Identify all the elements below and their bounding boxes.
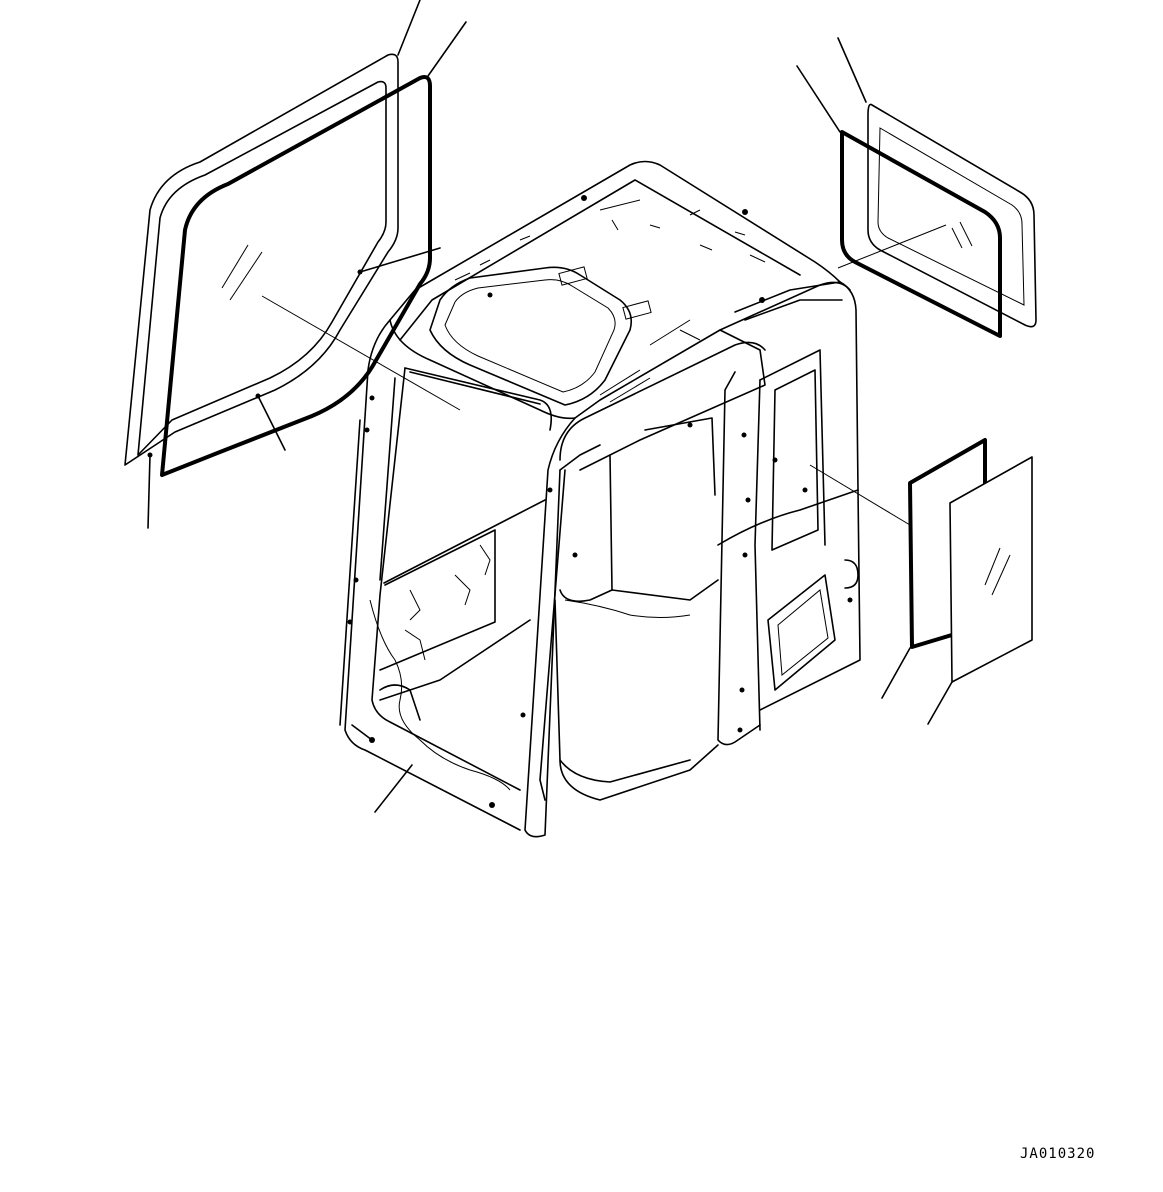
right-side-glass [949, 456, 1033, 683]
leader-line [927, 681, 953, 725]
figure-reference-code: JA010320 [1020, 1146, 1096, 1162]
leader-line [881, 647, 911, 699]
rear-window-glass [867, 103, 1037, 328]
left-window-glass [124, 53, 399, 466]
leader-line [427, 21, 467, 77]
leader-line [374, 764, 413, 813]
leader-line [397, 0, 421, 56]
glass-shade [959, 221, 973, 247]
leader-line [257, 395, 286, 451]
wiring-harness [564, 599, 691, 618]
leader-line [147, 454, 151, 529]
leader-line [359, 247, 441, 273]
roof-details [454, 199, 766, 403]
left-window-seal [160, 75, 432, 477]
fastener-dot [255, 393, 261, 399]
leader-line [837, 37, 867, 103]
leader-line [837, 224, 947, 269]
frame-bolts [347, 195, 853, 808]
cab-frame [339, 160, 861, 838]
fastener-dot [357, 269, 363, 275]
fastener-dot [147, 452, 153, 458]
leader-line [796, 65, 841, 133]
glass-shade [951, 227, 963, 249]
leader-line [809, 464, 911, 526]
rear-window-seal [840, 130, 1002, 338]
wiring-harness [369, 599, 511, 791]
leader-line [261, 295, 461, 411]
